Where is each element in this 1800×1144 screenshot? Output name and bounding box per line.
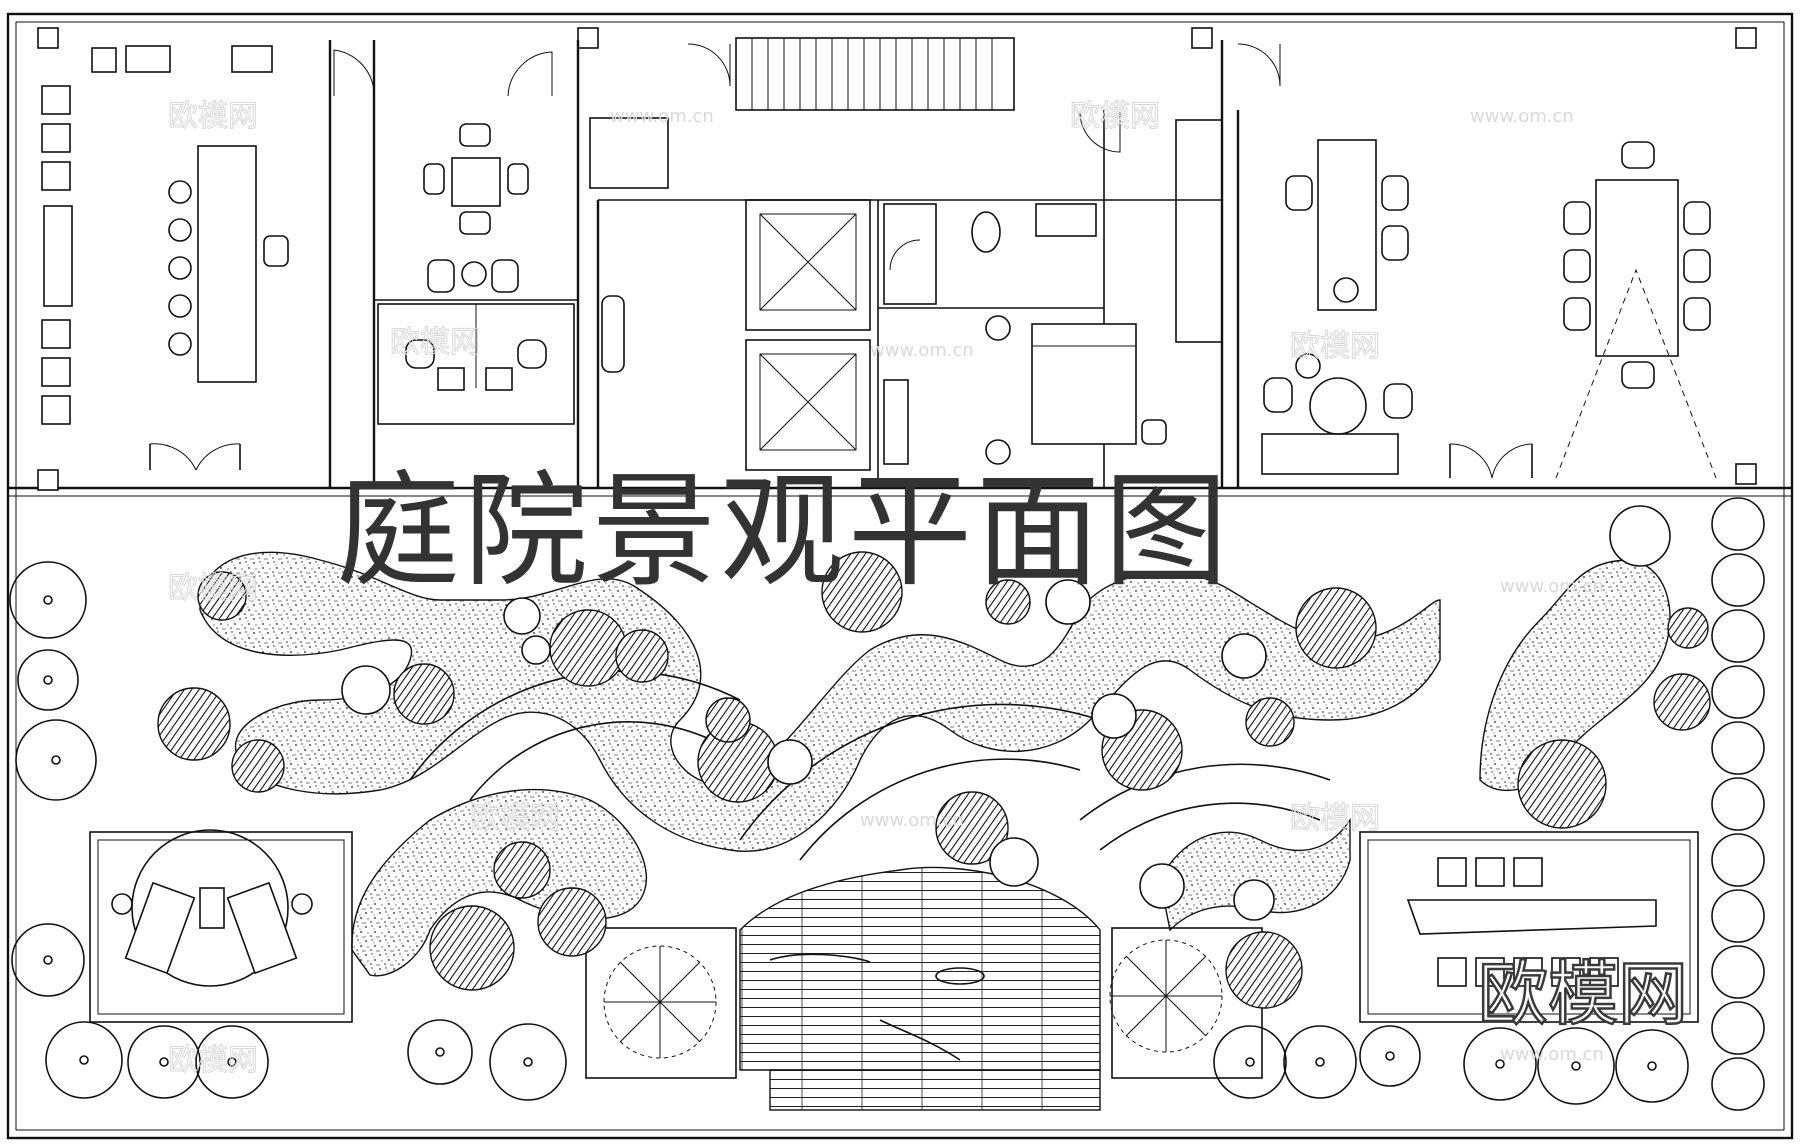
watermark-text: 欧模网	[390, 325, 480, 360]
garden-plan	[9, 497, 1765, 1111]
site-boundary	[6, 12, 1794, 1140]
tea-room	[377, 123, 575, 425]
watermark-url: www.om.cn	[1470, 106, 1574, 127]
palm-left	[603, 945, 717, 1059]
edge-tree-row-left	[9, 561, 567, 1101]
gravel-path-right	[1159, 817, 1351, 932]
planter-left	[585, 927, 737, 1079]
watermark-text: 欧模网	[168, 571, 258, 606]
watermark-url: www.om.cn	[1500, 1044, 1604, 1065]
doors	[333, 43, 1281, 153]
stair	[735, 37, 1015, 111]
building-floor-plan	[37, 27, 1757, 491]
brand-logo-text: 欧模网	[1478, 953, 1688, 1035]
watermark-url: www.om.cn	[870, 340, 974, 361]
bathroom	[883, 203, 1097, 465]
elevator-shafts	[589, 117, 871, 471]
watermark-text: 欧模网	[1290, 329, 1380, 364]
canopy-trees	[157, 505, 1711, 1009]
watermark-text: 欧模网	[168, 99, 258, 134]
watermark-url: www.om.cn	[1500, 576, 1604, 597]
edge-tree-row-right	[1213, 497, 1765, 1111]
watermark-url: www.om.cn	[610, 106, 714, 127]
watermark-text: 欧模网	[1290, 801, 1380, 836]
palm-right	[1109, 939, 1223, 1053]
seating-terrace-left	[89, 829, 353, 1023]
stepping-stones-left	[409, 670, 1331, 861]
watermark-url: www.om.cn	[860, 810, 964, 831]
watermark-text: 欧模网	[470, 801, 560, 836]
lounge-right	[1359, 831, 1699, 1023]
partition-walls	[328, 40, 1240, 488]
watermark-text: 欧模网	[168, 1043, 258, 1078]
drawing-title: 庭院景观平面图	[336, 460, 1232, 604]
structural-columns	[37, 27, 1757, 491]
dining-room	[1261, 139, 1717, 479]
reception-room	[41, 45, 289, 471]
watermark-layer: 欧模网 欧模网 欧模网 欧模网 欧模网 欧模网 欧模网 欧模网 www.om.c…	[168, 99, 1604, 1079]
wood-deck	[739, 866, 1101, 1111]
watermark-text: 欧模网	[1070, 99, 1160, 134]
bedroom	[985, 119, 1223, 465]
